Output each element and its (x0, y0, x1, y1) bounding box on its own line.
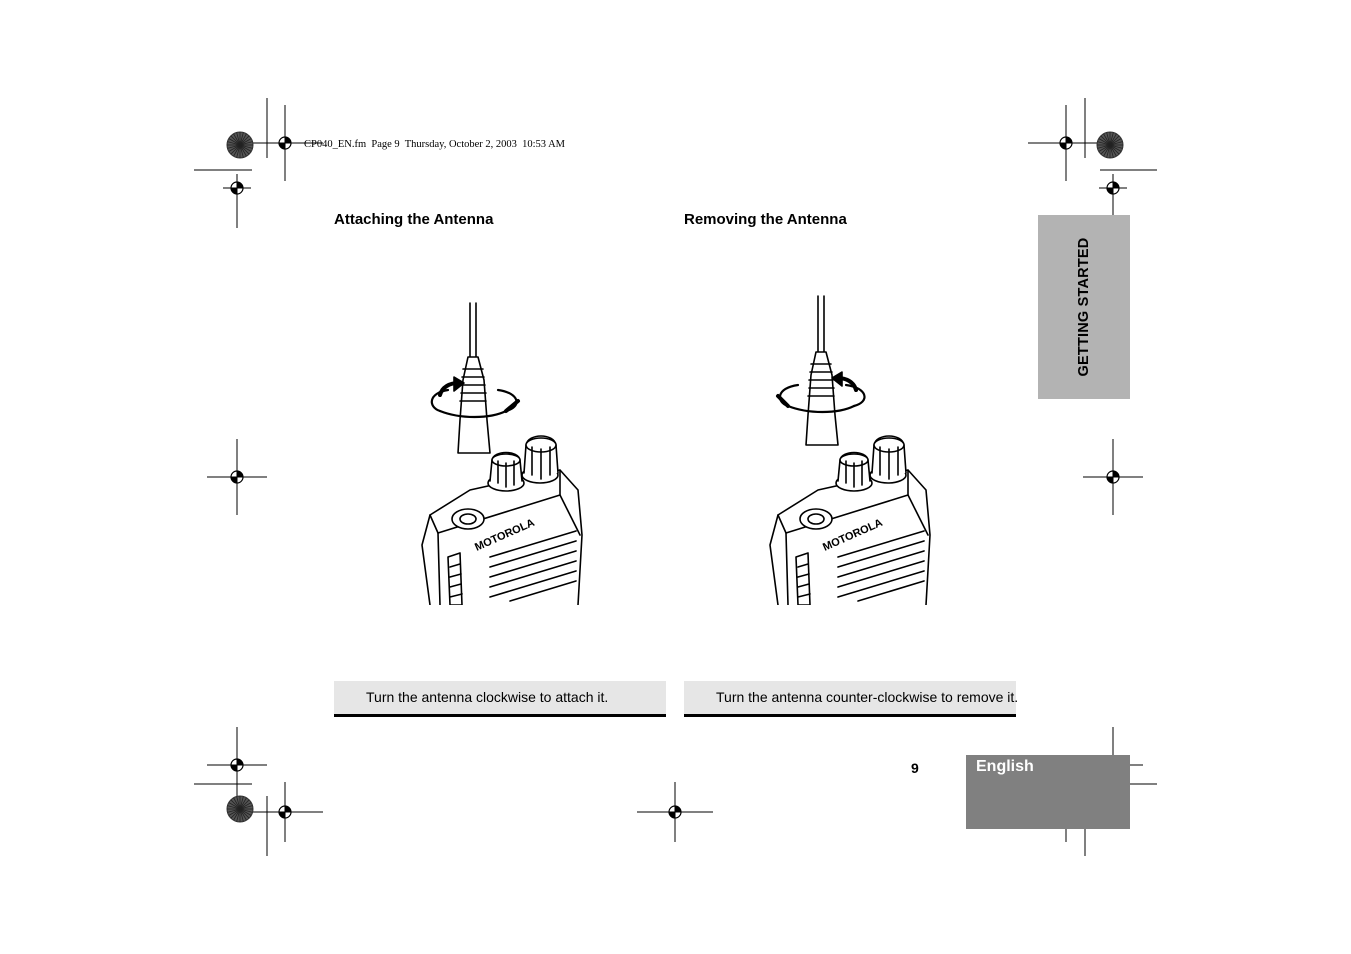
crosshair-mark (1028, 105, 1104, 181)
section-heading-attach: Attaching the Antenna (334, 211, 494, 228)
crosshair-mark (247, 105, 323, 181)
crosshair-mark (207, 439, 267, 515)
color-target-mark (1096, 131, 1124, 159)
illustration-remove-antenna: MOTOROLA (769, 295, 931, 605)
caption-attach-text: Turn the antenna clockwise to attach it. (366, 689, 609, 705)
crosshair-mark (1099, 174, 1127, 202)
side-tab-label: GETTING STARTED (1076, 237, 1092, 377)
color-target-mark (226, 795, 254, 823)
color-target-mark (226, 131, 254, 159)
caption-attach: Turn the antenna clockwise to attach it. (334, 681, 666, 717)
page-number: 9 (911, 760, 919, 776)
caption-remove: Turn the antenna counter-clockwise to re… (684, 681, 1019, 717)
side-tab: GETTING STARTED (1038, 215, 1130, 399)
language-label: English (976, 758, 1034, 775)
language-tab: English (966, 755, 1130, 829)
crosshair-mark (1083, 439, 1143, 515)
file-info-header: CP040_EN.fm Page 9 Thursday, October 2, … (304, 139, 566, 150)
caption-remove-text: Turn the antenna counter-clockwise to re… (716, 689, 1019, 705)
crosshair-mark (207, 727, 267, 803)
crosshair-mark (247, 782, 323, 842)
section-heading-remove: Removing the Antenna (684, 211, 847, 228)
crosshair-mark (223, 174, 251, 202)
illustration-attach-antenna: MOTOROLA (421, 302, 583, 605)
crosshair-mark (637, 782, 713, 842)
